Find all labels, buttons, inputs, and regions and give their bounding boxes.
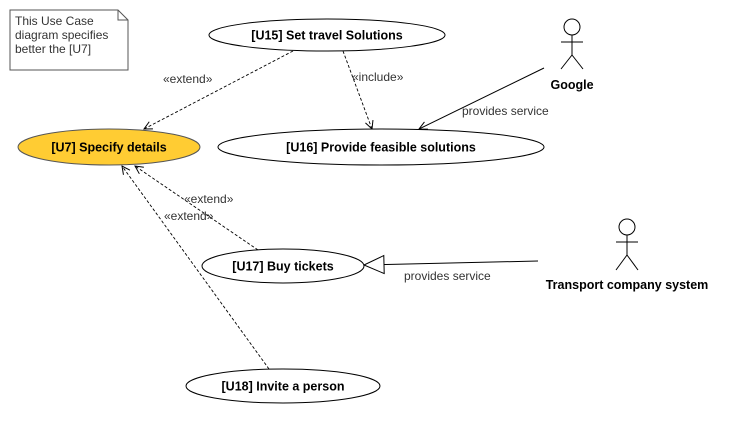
extend-u15-u7-line (144, 50, 294, 129)
extend-u17-u7-line (135, 166, 259, 251)
stick-figure-icon (615, 218, 639, 271)
note-corner (117, 10, 128, 21)
use-case-u7[interactable]: [U7] Specify details (17, 128, 201, 166)
use-case-u16-label: [U16] Provide feasible solutions (286, 141, 476, 155)
use-case-u7-label: [U7] Specify details (51, 141, 166, 155)
include-u15-u16-label: «include» (352, 70, 404, 84)
use-case-u17[interactable]: [U17] Buy tickets (201, 248, 365, 284)
extend-u17-u7-label: «extend» (184, 192, 234, 206)
transport-u17-line (364, 261, 539, 265)
actor-transport[interactable]: Transport company system (546, 218, 709, 292)
transport-u17-label: provides service (404, 269, 491, 283)
note-line-1: This Use Case (15, 14, 94, 28)
stick-figure-icon (560, 18, 584, 70)
use-case-u15-label: [U15] Set travel Solutions (251, 29, 402, 43)
actor-google-label: Google (550, 78, 593, 92)
use-case-u15-shape[interactable] (208, 18, 446, 52)
use-case-u7-shape[interactable] (17, 128, 201, 166)
actor-google[interactable]: Google (550, 18, 594, 92)
google-u16-line (419, 67, 545, 129)
use-case-u17-shape[interactable] (201, 248, 365, 284)
use-case-u18-label: [U18] Invite a person (222, 380, 345, 394)
use-case-u16[interactable]: [U16] Provide feasible solutions (217, 128, 545, 166)
extend-u18-u7-label: «extend» (164, 209, 214, 223)
note-line-2: diagram specifies (15, 28, 108, 42)
note-line-3: better the [U7] (15, 42, 91, 56)
use-case-u18[interactable]: [U18] Invite a person (185, 368, 381, 404)
use-case-u16-shape[interactable] (217, 128, 545, 166)
actor-transport-label: Transport company system (546, 278, 709, 292)
use-case-u17-label: [U17] Buy tickets (232, 260, 333, 274)
google-u16-label: provides service (462, 104, 549, 118)
include-u15-u16-line (342, 50, 372, 129)
use-case-u18-shape[interactable] (185, 368, 381, 404)
extend-u18-u7-line (122, 166, 270, 370)
use-case-u15[interactable]: [U15] Set travel Solutions (208, 18, 446, 52)
note: This Use Case diagram specifies better t… (9, 9, 129, 71)
note-shape (9, 9, 129, 71)
extend-u15-u7-label: «extend» (163, 72, 213, 86)
relationships: «extend» «include» provides service «ext… (122, 50, 549, 370)
